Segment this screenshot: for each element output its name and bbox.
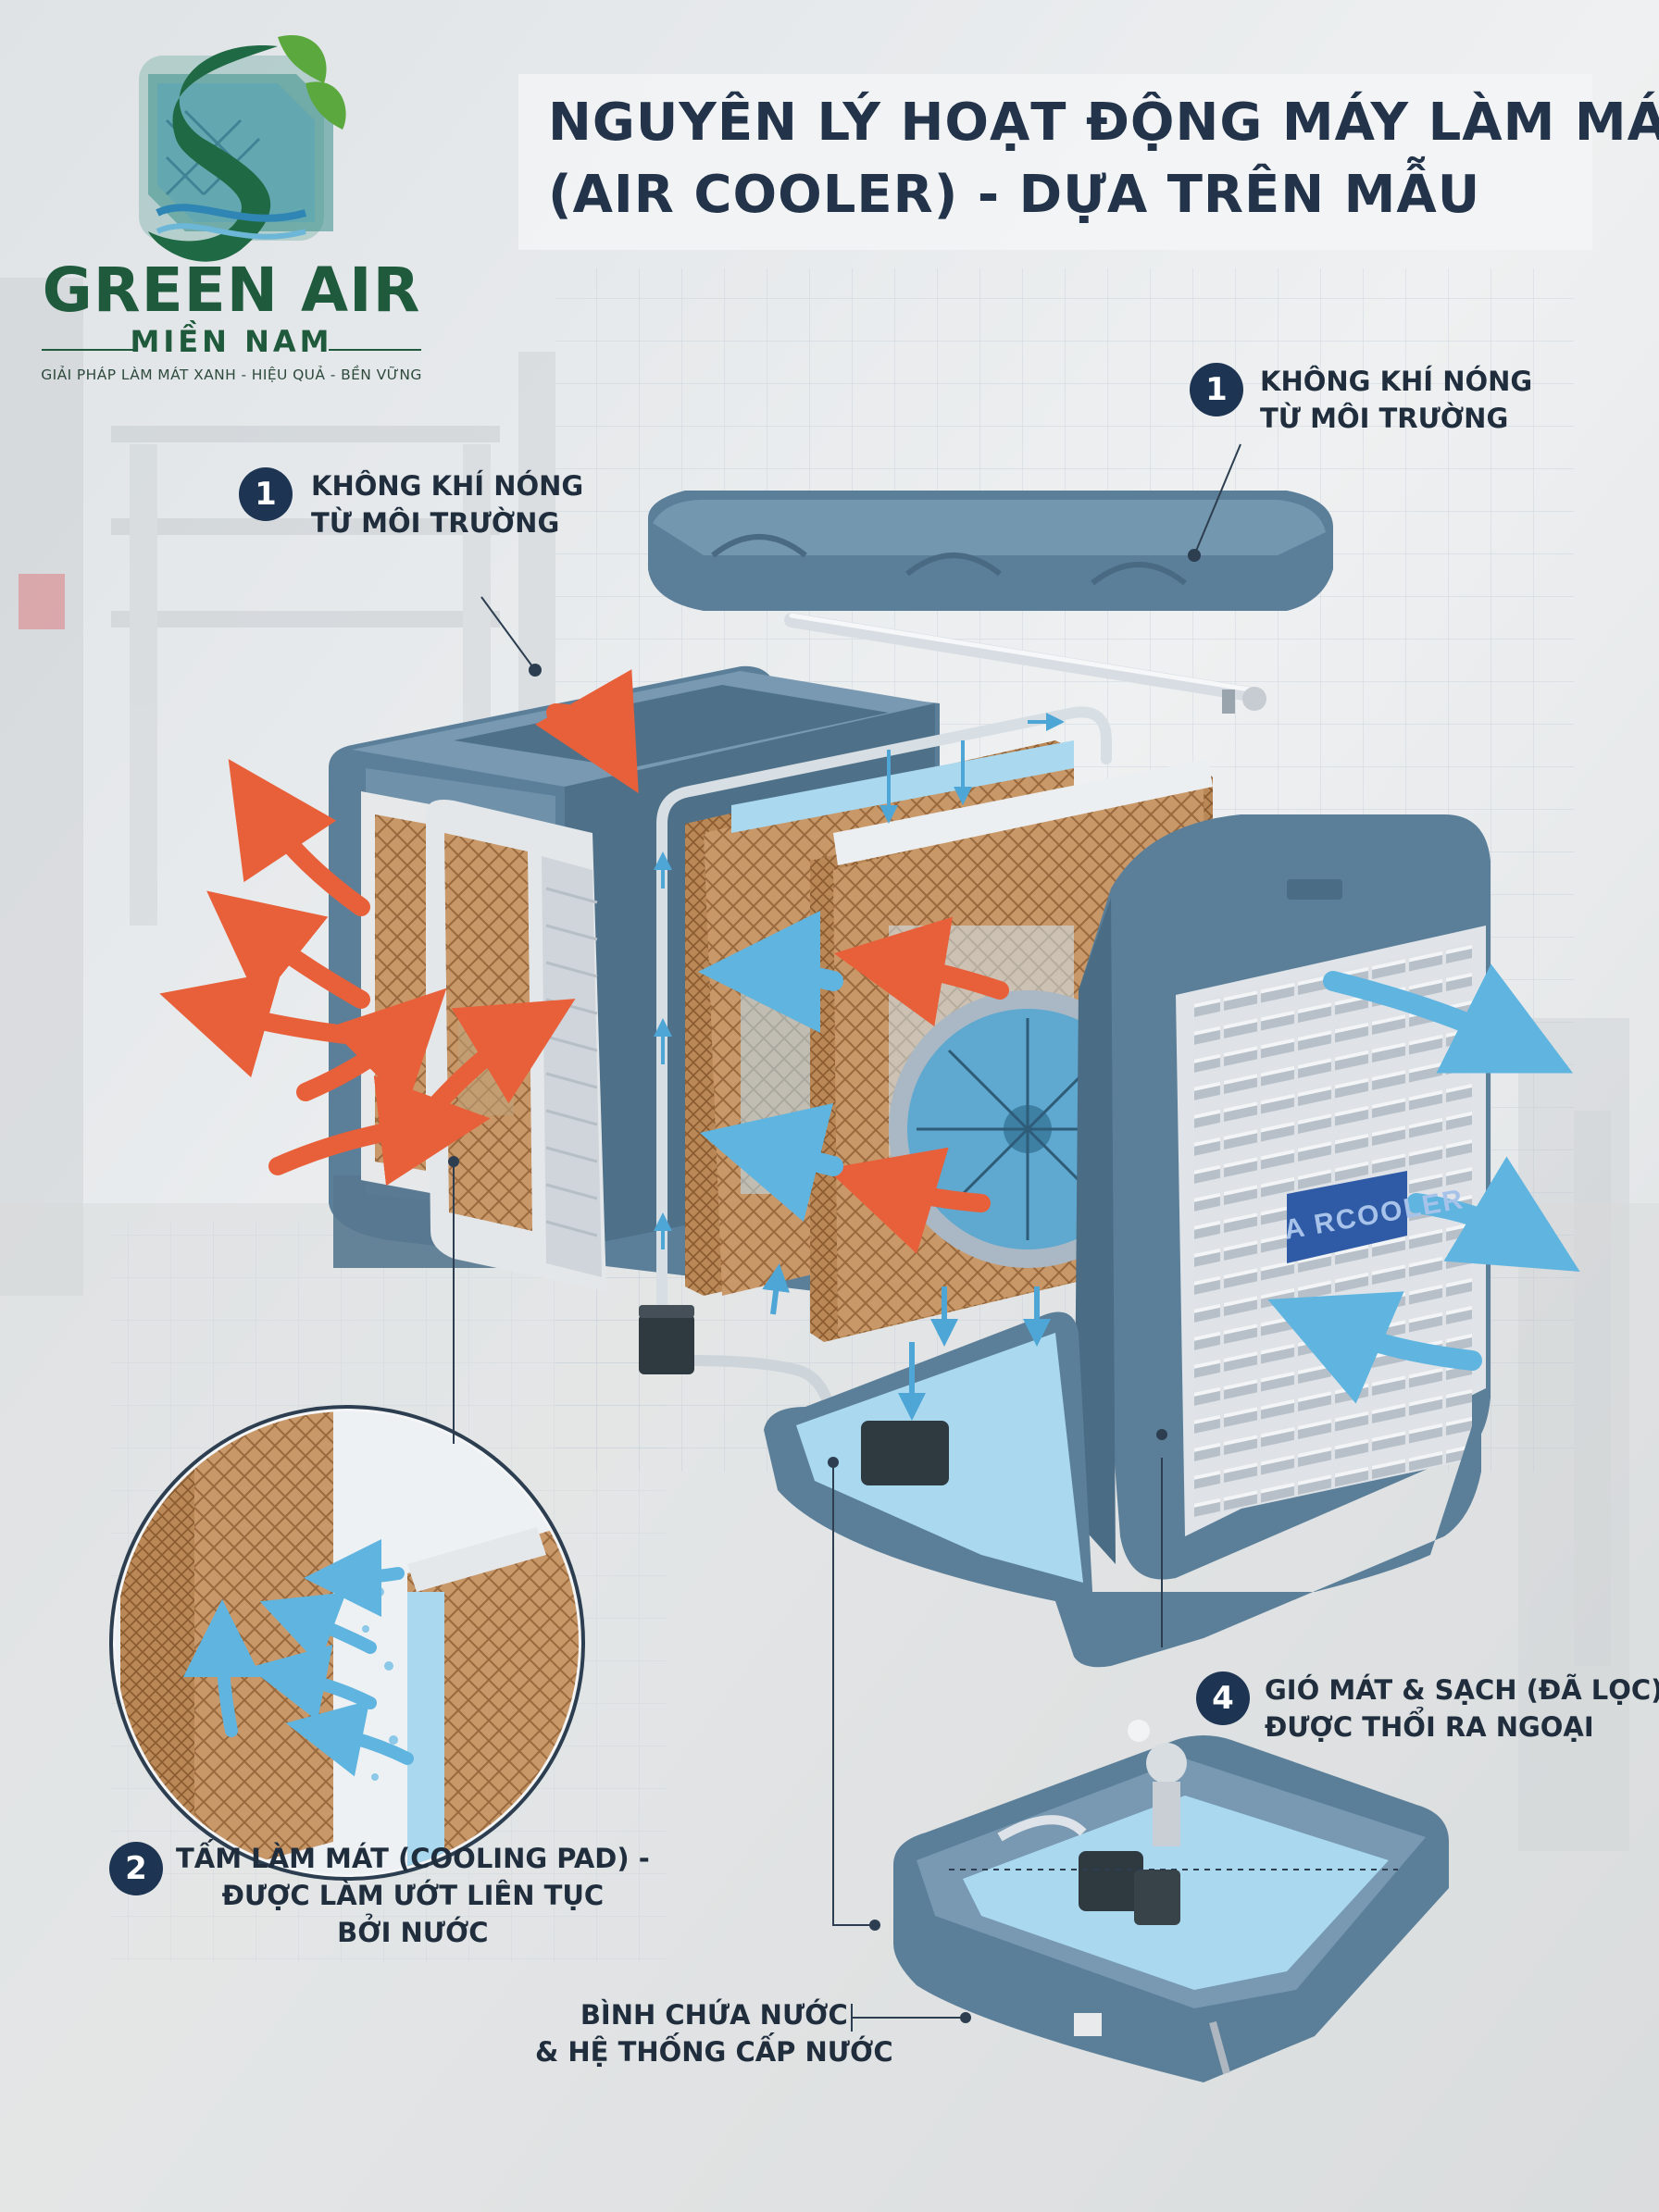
green-air-logo-icon: [139, 35, 346, 262]
callout-line: KHÔNG KHÍ NÓNG: [311, 470, 584, 502]
brand-name: GREEN AIR: [42, 255, 421, 326]
callout-hot-air-top: 1 KHÔNG KHÍ NÓNG TỪ MÔI TRƯỜNG: [1190, 363, 1532, 437]
callout-text: GIÓ MÁT & SẠCH (ĐÃ LỌC) ĐƯỢC THỔI RA NGO…: [1265, 1671, 1659, 1746]
cooling-pad-detail-circle: [109, 1405, 585, 1881]
water-drop-arrow: [762, 1263, 1051, 1421]
cool-air-arrow: [698, 911, 1580, 1404]
water-tank: [893, 1720, 1449, 2082]
callout-line: ĐƯỢC LÀM ƯỚT LIÊN TỤC: [221, 1880, 605, 1911]
step-badge: 1: [239, 467, 293, 521]
callout-cooling-pad: 2 TẤM LÀM MÁT (COOLING PAD) - ĐƯỢC LÀM Ư…: [109, 1840, 650, 1951]
callout-text: TẤM LÀM MÁT (COOLING PAD) - ĐƯỢC LÀM ƯỚT…: [176, 1840, 650, 1951]
hot-air-arrow: [159, 669, 1009, 1254]
callout-line: GIÓ MÁT & SẠCH (ĐÃ LỌC): [1265, 1674, 1659, 1706]
title-line-1: NGUYÊN LÝ HOẠT ĐỘNG MÁY LÀM MÁT: [548, 93, 1659, 153]
brand-subtitle: MIỀN NAM: [130, 324, 333, 359]
step-badge: 4: [1196, 1671, 1250, 1725]
callout-line: KHÔNG KHÍ NÓNG: [1260, 366, 1533, 397]
callout-line: TỪ MÔI TRƯỜNG: [311, 507, 560, 539]
tank-label-line: & HỆ THỐNG CẤP NƯỚC: [535, 2036, 893, 2068]
top-cover: [648, 491, 1333, 611]
brand-tagline: GIẢI PHÁP LÀM MÁT XANH - HIỆU QUẢ - BỀN …: [41, 367, 422, 383]
base-tray: [764, 1311, 1481, 1668]
step-badge: 2: [109, 1842, 163, 1895]
callout-line: TẤM LÀM MÁT (COOLING PAD) -: [176, 1843, 650, 1874]
callout-cool-air-out: 4 GIÓ MÁT & SẠCH (ĐÃ LỌC) ĐƯỢC THỔI RA N…: [1196, 1671, 1659, 1746]
callout-line: TỪ MÔI TRƯỜNG: [1260, 403, 1509, 434]
page-title: NGUYÊN LÝ HOẠT ĐỘNG MÁY LÀM MÁT (AIR COO…: [548, 87, 1659, 231]
callout-text: KHÔNG KHÍ NÓNG TỪ MÔI TRƯỜNG: [311, 467, 583, 541]
tank-label-line: BÌNH CHỨA NƯỚC: [580, 1999, 848, 2031]
water-distribution-pipe: [784, 613, 1266, 714]
callout-text: KHÔNG KHÍ NÓNG TỪ MÔI TRƯỜNG: [1260, 363, 1532, 437]
title-line-2: (AIR COOLER) - DỰA TRÊN MẪU: [548, 165, 1481, 225]
water-supply-pipe: [656, 706, 1112, 1338]
callout-line: ĐƯỢC THỔI RA NGOẠI: [1265, 1711, 1594, 1743]
callout-line: BỞI NƯỚC: [337, 1917, 489, 1948]
callout-hot-air-left: 1 KHÔNG KHÍ NÓNG TỪ MÔI TRƯỜNG: [239, 467, 583, 541]
tank-label: BÌNH CHỨA NƯỚC & HỆ THỐNG CẤP NƯỚC: [535, 1996, 893, 2070]
brand-block: GREEN AIR MIỀN NAM GIẢI PHÁP LÀM MÁT XAN…: [19, 255, 444, 383]
step-badge: 1: [1190, 363, 1243, 416]
